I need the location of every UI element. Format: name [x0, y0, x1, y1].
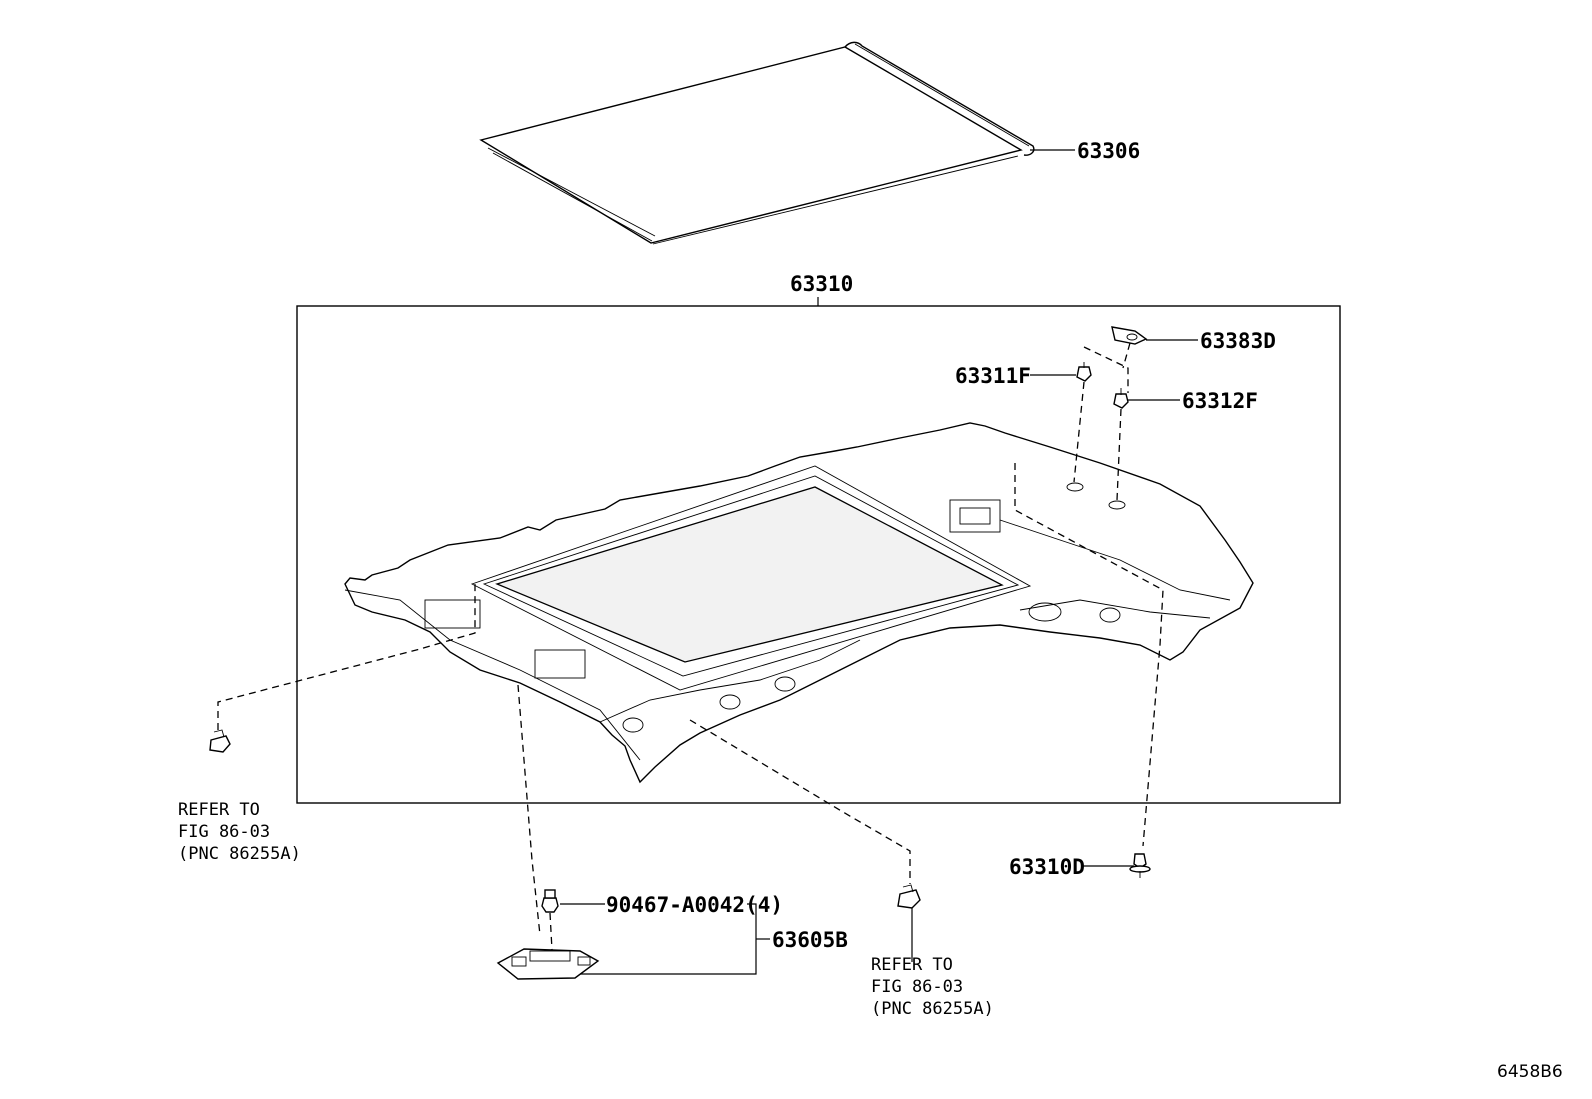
part-63311F[interactable]	[1076, 362, 1092, 382]
refer-right-line2: FIG 86-03	[871, 977, 963, 997]
refer-right-line1: REFER TO	[871, 955, 953, 975]
label-63383D[interactable]: 63383D	[1200, 329, 1276, 353]
refer-left-line3: (PNC 86255A)	[178, 844, 301, 864]
dash-screw-down	[549, 912, 553, 951]
dash-screw-left	[517, 684, 541, 936]
dash-63383D-b	[1122, 342, 1131, 369]
label-63311F[interactable]: 63311F	[955, 364, 1031, 388]
part-63383D[interactable]	[1111, 326, 1148, 345]
label-63306[interactable]: 63306	[1077, 139, 1140, 163]
label-63310D[interactable]: 63310D	[1009, 855, 1085, 879]
dash-63383D-a	[1083, 346, 1129, 393]
left-clip-part[interactable]	[209, 729, 231, 753]
label-63312F[interactable]: 63312F	[1182, 389, 1258, 413]
refer-left-line2: FIG 86-03	[178, 822, 270, 842]
headliner-part[interactable]	[344, 422, 1254, 784]
label-63605B[interactable]: 63605B	[772, 928, 848, 952]
refer-left-line1: REFER TO	[178, 800, 260, 820]
dash-63310D	[1014, 463, 1164, 847]
dash-left-clip	[217, 580, 476, 730]
group-box-63310	[296, 305, 1341, 804]
screw-part-90467[interactable]	[541, 889, 559, 913]
part-63310D[interactable]	[1129, 853, 1151, 878]
figure-id: 6458B6	[1497, 1062, 1563, 1082]
lamp-part-63605B[interactable]	[496, 948, 600, 980]
sunshade-part-63306[interactable]	[479, 41, 1035, 245]
right-clip-part[interactable]	[897, 884, 921, 909]
part-63312F[interactable]	[1113, 388, 1129, 409]
dash-63312F	[1116, 408, 1122, 501]
dash-right-clip	[689, 719, 911, 884]
label-63310[interactable]: 63310	[790, 272, 853, 296]
dash-63311F	[1073, 381, 1085, 483]
refer-right-line3: (PNC 86255A)	[871, 999, 994, 1019]
label-90467[interactable]: 90467-A0042(4)	[606, 893, 783, 917]
